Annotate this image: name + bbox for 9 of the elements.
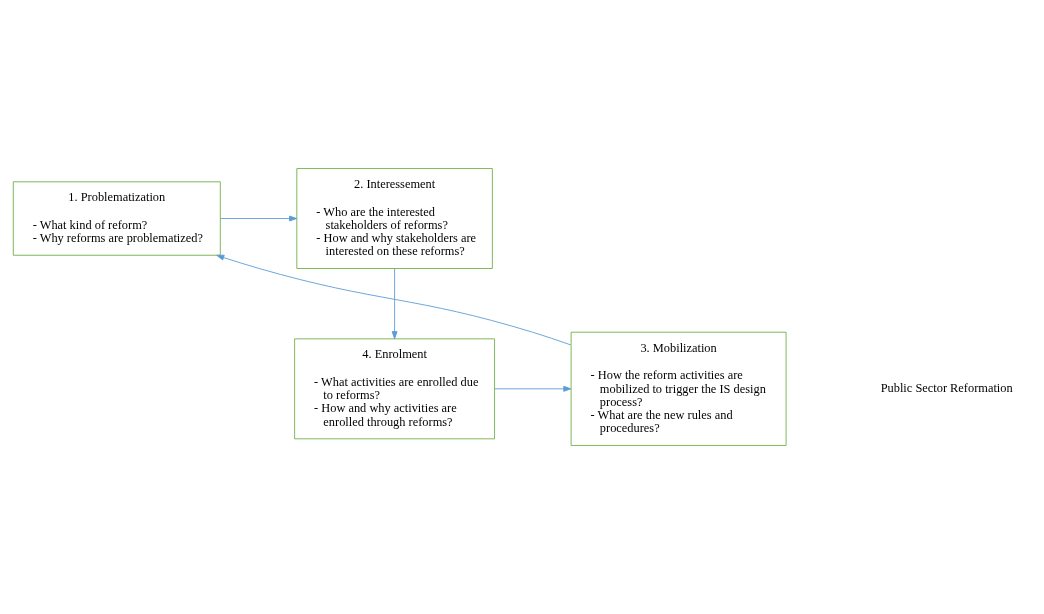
arrow <box>494 385 572 392</box>
node-box: 1. Problematization - What kind of reform? - Why reforms are problematized? <box>12 181 221 256</box>
label: Public Sector Reformation <box>880 381 1013 396</box>
node-box: 2. Interessement - Who are the interested stakeholders of reforms? - How and why stakeholders are interested on these reforms? <box>296 168 493 269</box>
arrow <box>391 268 398 340</box>
arrow <box>216 254 572 346</box>
node-box: 4. Enrolment - What activities are enrolled due to reforms? - How and why activities are enrolled through reforms? <box>294 338 495 440</box>
arrow <box>220 215 298 222</box>
node-box: 3. Mobilization - How the reform activities are mobilized to trigger the IS design process? - What are the new rules and procedures? <box>570 331 787 446</box>
